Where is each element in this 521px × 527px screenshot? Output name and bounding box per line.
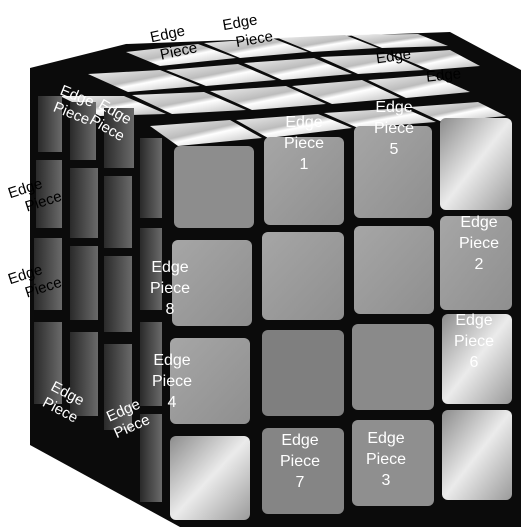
edge-piece-1-label: Edge Piece 1 (284, 112, 324, 175)
edge-piece-5-label: Edge Piece 5 (374, 97, 414, 160)
edge-piece-2-label: Edge Piece 2 (459, 212, 499, 275)
top-edge-label-b: Edge Piece (221, 8, 274, 54)
edge-piece-8-label: Edge Piece 8 (150, 257, 190, 320)
edge-piece-7-label: Edge Piece 7 (280, 430, 320, 493)
edge-piece-3-label: Edge Piece 3 (366, 428, 406, 491)
top-edge-label-d: Edge (425, 64, 462, 87)
edge-piece-6-label: Edge Piece 6 (454, 310, 494, 373)
edge-piece-4-label: Edge Piece 4 (152, 350, 192, 413)
